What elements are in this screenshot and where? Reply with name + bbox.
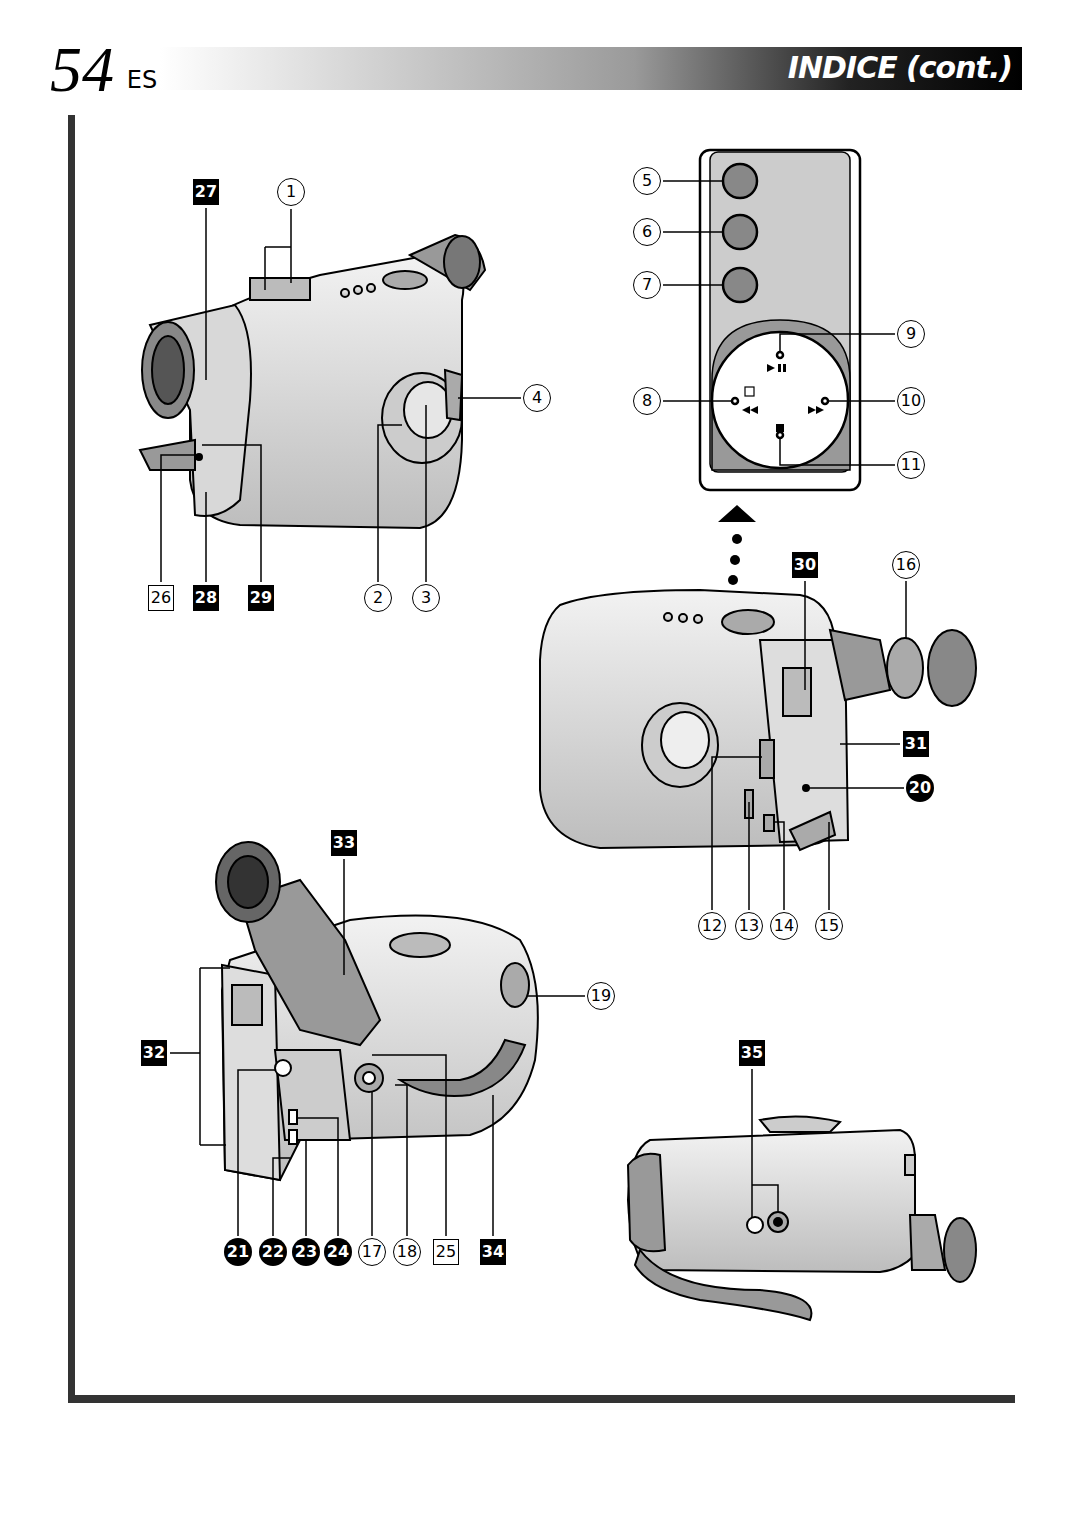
callout-number: 6: [633, 218, 661, 246]
callout-number: 10: [897, 387, 925, 415]
callout-number: 25: [433, 1239, 459, 1265]
callout-number: 22: [259, 1238, 287, 1266]
callout-number: 14: [770, 912, 798, 940]
callout-number: 1: [277, 178, 305, 206]
callout-number: 19: [587, 982, 615, 1010]
callout-number: 16: [892, 551, 920, 579]
callout-number: 32: [141, 1040, 167, 1066]
callout-number: 24: [324, 1238, 352, 1266]
callout-number: 27: [193, 179, 219, 205]
callout-number: 15: [815, 912, 843, 940]
callout-number: 29: [248, 585, 274, 611]
callout-number: 26: [148, 585, 174, 611]
callout-number: 23: [292, 1238, 320, 1266]
callout-number: 7: [633, 271, 661, 299]
callout-number: 17: [358, 1238, 386, 1266]
callout-number: 13: [735, 912, 763, 940]
callout-number: 2: [364, 584, 392, 612]
callout-number: 8: [633, 387, 661, 415]
callout-number: 28: [193, 585, 219, 611]
callout-number: 30: [792, 552, 818, 578]
callout-number: 34: [480, 1239, 506, 1265]
page-number: ES: [127, 68, 157, 92]
callout-number: 21: [224, 1238, 252, 1266]
page-number: 54: [50, 38, 114, 102]
callout-number: 20: [906, 774, 934, 802]
callout-number: 4: [523, 384, 551, 412]
callout-number: 18: [393, 1238, 421, 1266]
callout-number: 31: [903, 731, 929, 757]
callout-number: 35: [739, 1040, 765, 1066]
callout-number: 5: [633, 167, 661, 195]
callout-number: 9: [897, 320, 925, 348]
callout-number: 33: [331, 830, 357, 856]
callout-number: 11: [897, 451, 925, 479]
callout-number: 3: [412, 584, 440, 612]
callout-number: 12: [698, 912, 726, 940]
section-title: INDICE (cont.): [788, 50, 1012, 85]
